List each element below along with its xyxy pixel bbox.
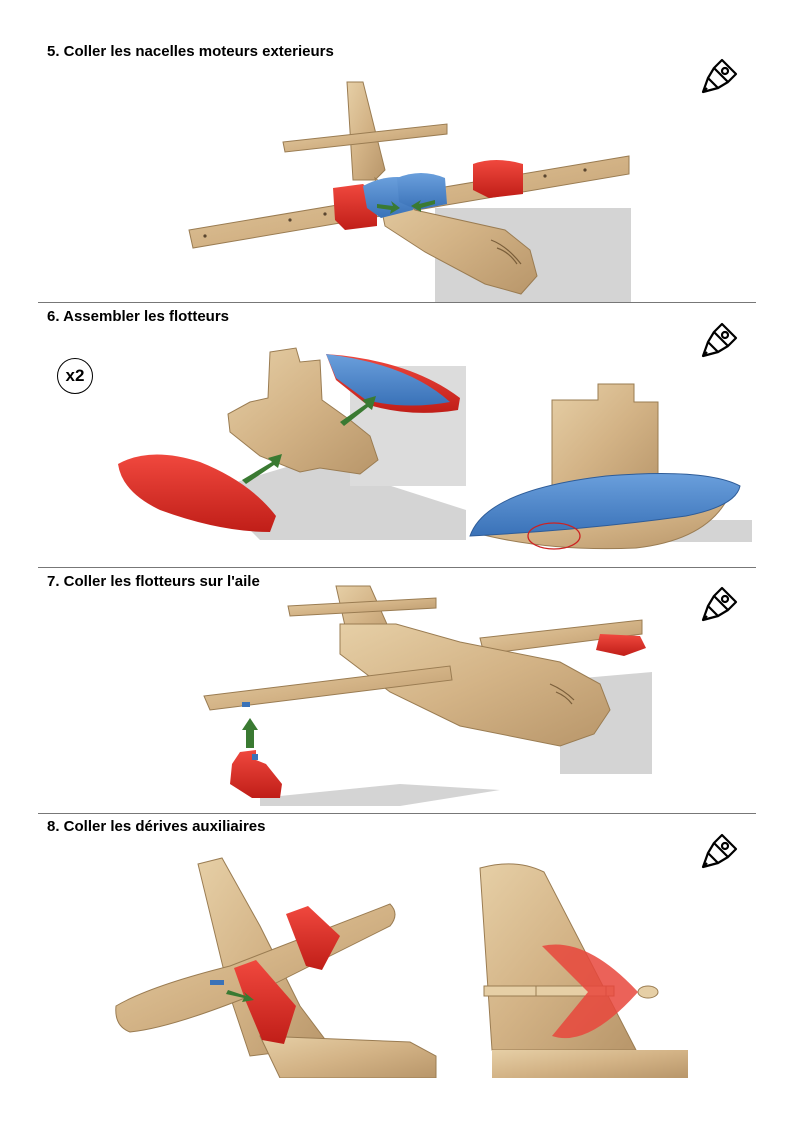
step-6-illustration-left	[118, 347, 466, 540]
glue-tube-icon	[700, 584, 740, 624]
step-5-illustration	[188, 81, 631, 302]
step-8-illustration-right	[479, 863, 688, 1078]
divider	[38, 567, 756, 568]
quantity-badge: x2	[57, 358, 93, 394]
step-6-illustration-right	[469, 383, 752, 550]
glue-tube-icon	[700, 56, 740, 96]
step-5-title: 5. Coller les nacelles moteurs exterieur…	[47, 43, 334, 60]
step-7-illustration	[203, 585, 652, 806]
divider	[38, 302, 756, 303]
step-6-title: 6. Assembler les flotteurs	[47, 308, 230, 325]
step-8-title: 8. Coller les dérives auxiliaires	[47, 818, 266, 835]
divider	[38, 813, 756, 814]
step-8-illustration-left	[115, 857, 437, 1078]
step-7-title: 7. Coller les flotteurs sur l'aile	[47, 573, 260, 590]
glue-tube-icon	[700, 320, 740, 360]
glue-tube-icon	[700, 831, 740, 871]
